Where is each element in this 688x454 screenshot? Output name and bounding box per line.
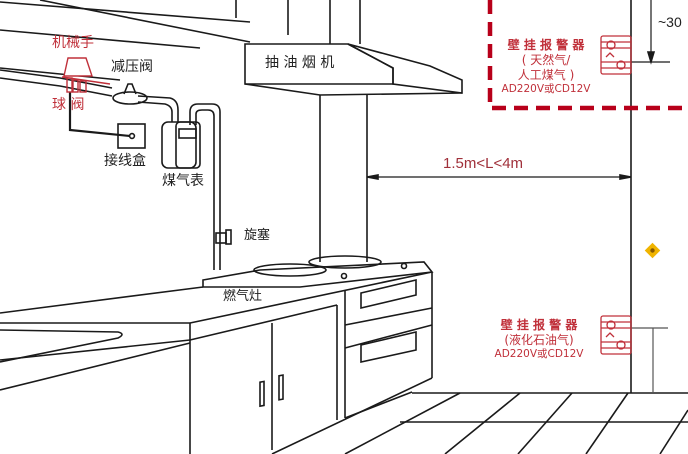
height-dimension: ~30 — [658, 14, 682, 30]
alarm-zone-dashed-box — [487, 0, 688, 111]
alarm-top-text: 壁 挂 报 警 器 ( 天然气/ 人工煤气 ) AD220V或CD12V — [492, 38, 600, 96]
alarm-device-bottom — [600, 315, 632, 355]
robot-arm-label: 机械手 — [52, 35, 94, 51]
ceiling-line — [0, 1, 251, 23]
alarm-bottom-power: AD220V或CD12V — [494, 348, 584, 360]
alarm-top-type-1: ( 天然气/ — [521, 53, 571, 67]
alarm-bottom-text: 壁 挂 报 警 器 (液化石油气) AD220V或CD12V — [480, 318, 598, 361]
ball-valve-label: 球 阀 — [52, 97, 85, 113]
gas-stove-label: 燃气灶 — [223, 289, 263, 304]
pressure-valve-label: 减压阀 — [111, 59, 153, 75]
alarm-bottom-type: (液化石油气) — [504, 333, 574, 347]
plug-valve-label: 旋塞 — [244, 228, 271, 243]
warning-marker-icon — [644, 242, 661, 259]
distance-dimension: 1.5m<L<4m — [443, 155, 524, 172]
ball-valve-robot-arm — [61, 57, 111, 93]
alarm-bottom-title: 壁 挂 报 警 器 — [500, 318, 578, 332]
alarm-top-type-2: 人工煤气 ) — [517, 68, 575, 82]
gas-meter-label: 煤气表 — [162, 173, 204, 189]
alarm-top-title: 壁 挂 报 警 器 — [507, 38, 585, 52]
alarm-device-top — [600, 35, 632, 75]
range-hood-label: 抽 油 烟 机 — [265, 55, 335, 71]
alarm-top-power: AD220V或CD12V — [501, 83, 591, 95]
junction-box-label: 接线盒 — [104, 153, 146, 169]
